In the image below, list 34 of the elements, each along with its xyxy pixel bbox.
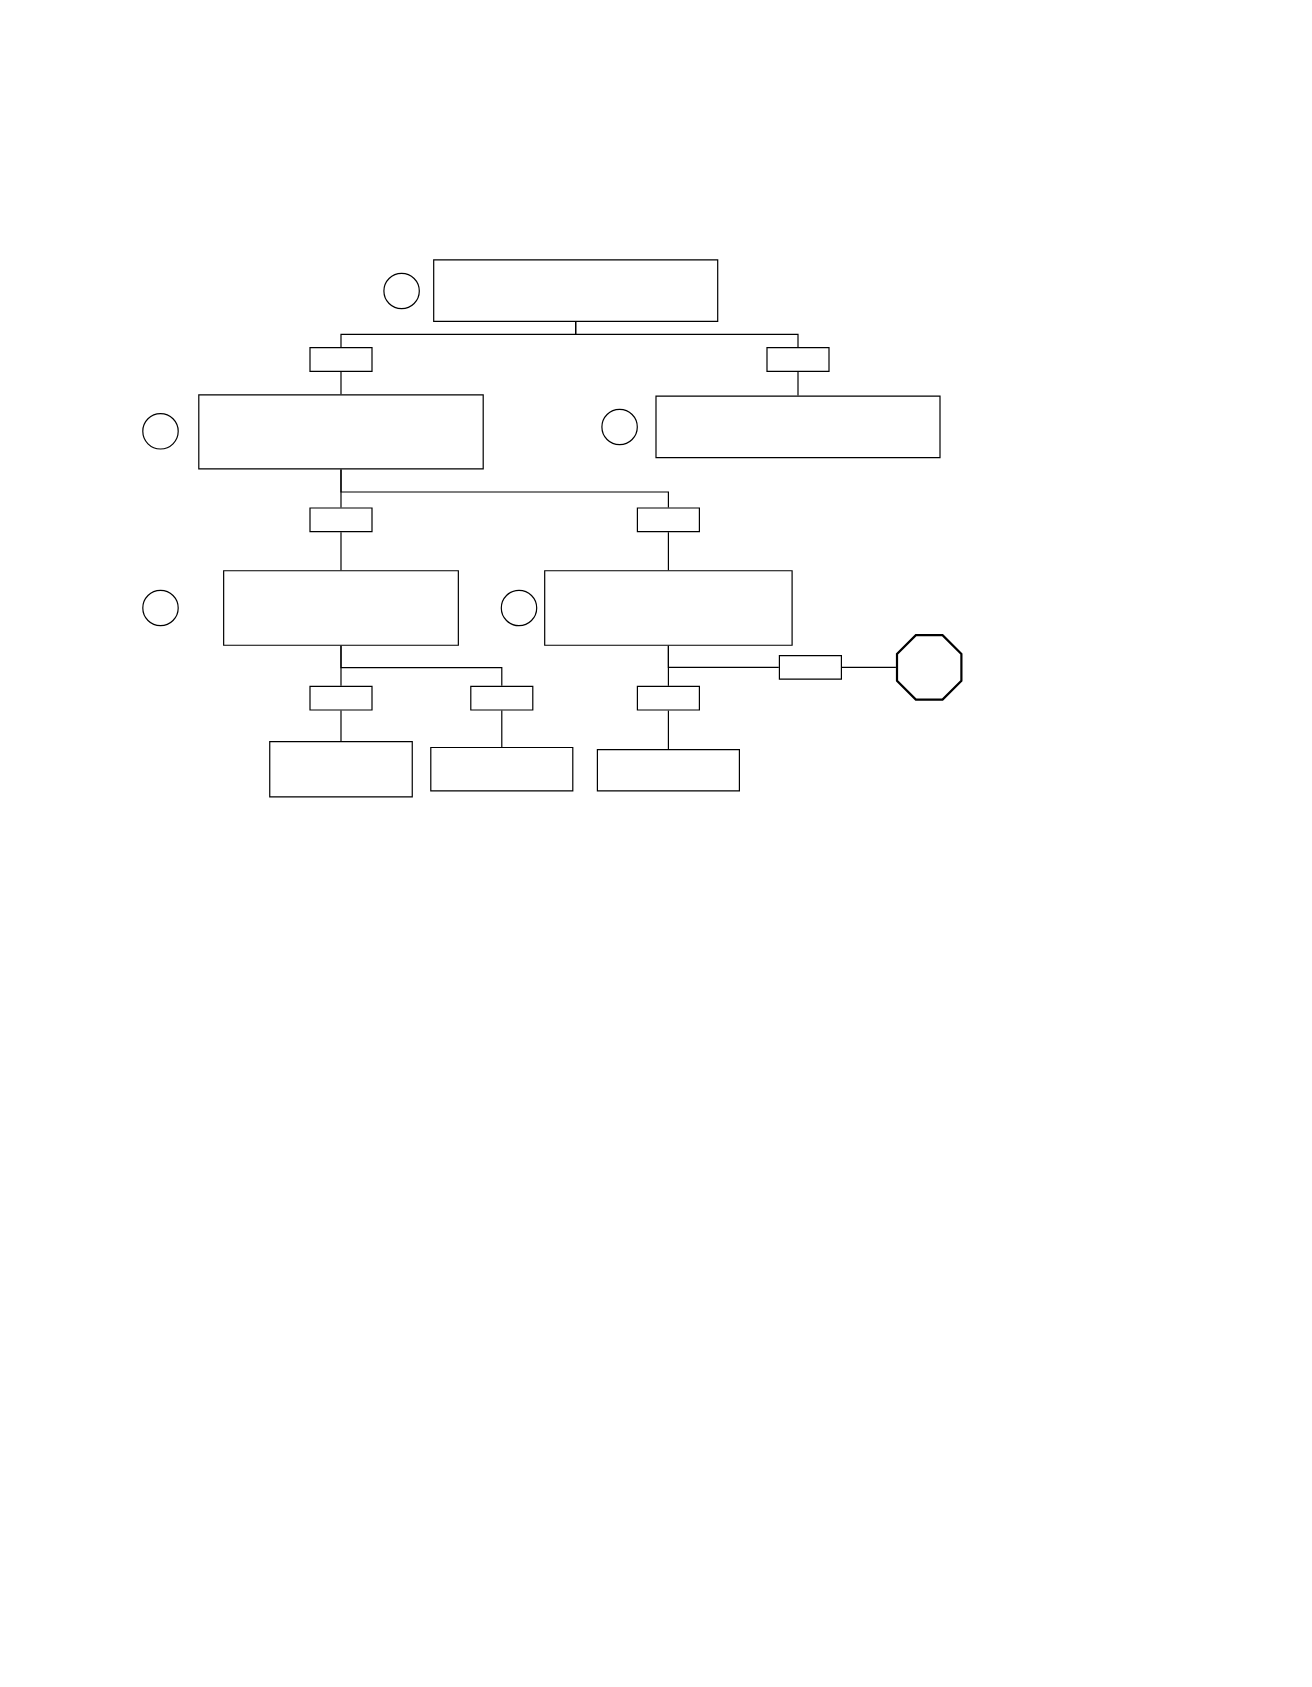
- circle: [500, 589, 538, 627]
- rectangle-box: [636, 507, 700, 533]
- rectangle-box: [636, 685, 700, 711]
- rectangle-box: [766, 347, 830, 372]
- connector-line: [340, 710, 342, 742]
- connector-line: [340, 371, 342, 395]
- connector-line: [340, 531, 342, 571]
- rectangle-box: [309, 347, 373, 372]
- connector-line: [667, 531, 669, 571]
- circle: [601, 408, 638, 446]
- rectangle-box: [596, 748, 740, 792]
- rectangle-box: [655, 395, 941, 459]
- circle: [142, 413, 179, 450]
- connector-line: [667, 645, 780, 668]
- rectangle-box: [778, 655, 842, 680]
- connector-line: [501, 710, 503, 748]
- circle: [383, 272, 420, 310]
- rectangle-box: [309, 685, 373, 711]
- rectangle-box: [433, 259, 719, 322]
- connector-line: [575, 321, 799, 348]
- circle: [142, 589, 179, 627]
- connector-line: [797, 371, 799, 397]
- rectangle-box: [269, 741, 413, 798]
- rectangle-box: [544, 570, 793, 646]
- octagon: [895, 634, 963, 701]
- connector-line: [841, 666, 897, 668]
- connector-line: [340, 645, 503, 687]
- rectangle-box: [223, 570, 459, 646]
- rectangle-box: [309, 507, 373, 533]
- connector-line: [667, 710, 669, 750]
- rectangle-box: [470, 685, 534, 711]
- rectangle-box: [430, 746, 574, 792]
- rectangle-box: [198, 394, 484, 470]
- connector-line: [340, 468, 669, 508]
